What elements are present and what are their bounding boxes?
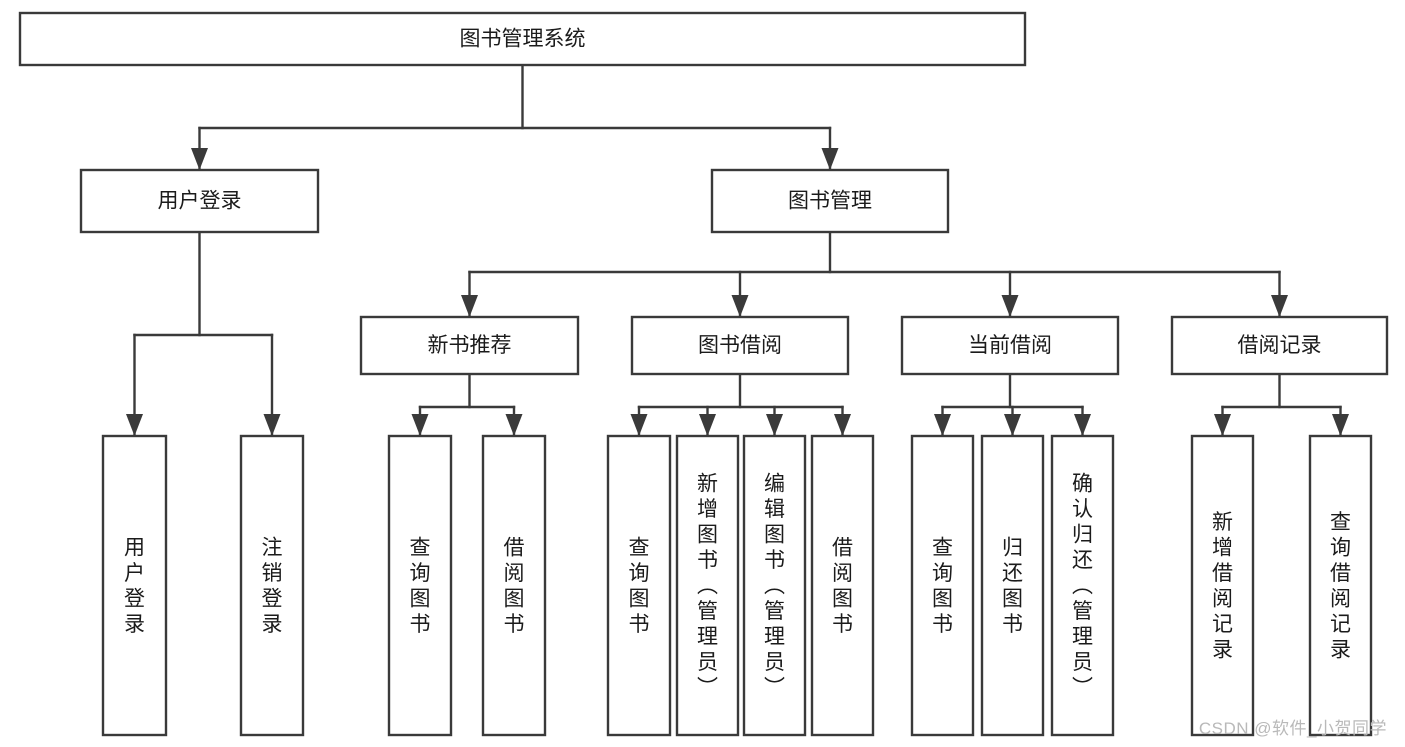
node-label-leaf-borrow-book-recommend: 借阅图书 <box>504 536 525 636</box>
node-leaf-add-borrow-record[interactable]: 新增借阅记录 <box>1190 434 1255 737</box>
node-leaf-return-book[interactable]: 归还图书 <box>980 434 1045 737</box>
node-root[interactable]: 图书管理系统 <box>18 11 1027 67</box>
node-label-leaf-query-book-recommend: 查询图书 <box>410 536 431 636</box>
arrow-icon-leaf-query-borrow-record <box>1332 414 1349 436</box>
arrow-icon-leaf-user-login <box>126 414 143 436</box>
node-box-user-login <box>79 168 320 234</box>
node-label-leaf-return-book: 归还图书 <box>1002 536 1023 636</box>
node-box-book-management <box>710 168 950 234</box>
arrow-icon-leaf-return-book <box>1004 414 1021 436</box>
node-label-leaf-query-book-borrow: 查询图书 <box>629 536 650 636</box>
node-box-leaf-return-book <box>980 434 1045 737</box>
node-leaf-query-borrow-record[interactable]: 查询借阅记录 <box>1308 434 1373 737</box>
arrow-icon-leaf-borrow-book-recommend <box>505 414 523 436</box>
node-leaf-add-book[interactable]: 新增图书︵管理员︶ <box>675 434 740 737</box>
arrow-icon-leaf-add-book <box>699 414 716 436</box>
node-box-leaf-user-login <box>101 434 168 737</box>
node-label-root: 图书管理系统 <box>460 28 586 51</box>
node-label-new-book-recommend: 新书推荐 <box>428 334 512 357</box>
arrow-icon-leaf-add-borrow-record <box>1214 414 1231 436</box>
node-leaf-query-book-recommend[interactable]: 查询图书 <box>387 434 453 737</box>
node-box-leaf-query-book-borrow <box>606 434 672 737</box>
node-box-root <box>18 11 1027 67</box>
node-box-leaf-add-borrow-record <box>1190 434 1255 737</box>
node-box-leaf-borrow-book <box>810 434 875 737</box>
node-leaf-user-login[interactable]: 用户登录 <box>101 434 168 737</box>
watermark-text: CSDN @软件_小贺同学 <box>1198 719 1387 738</box>
node-box-leaf-query-book-current <box>910 434 975 737</box>
arrow-icon-user-login <box>191 148 208 170</box>
arrow-icon-new-book-recommend <box>461 295 478 317</box>
node-leaf-query-book-current[interactable]: 查询图书 <box>910 434 975 737</box>
node-box-borrow-record <box>1170 315 1389 376</box>
node-leaf-edit-book[interactable]: 编辑图书︵管理员︶ <box>742 434 807 737</box>
node-label-leaf-logout: 注销登录 <box>262 536 283 636</box>
node-label-user-login: 用户登录 <box>158 190 242 213</box>
arrow-icon-leaf-borrow-book <box>834 414 851 436</box>
node-label-leaf-user-login: 用户登录 <box>124 536 145 636</box>
node-box-leaf-query-borrow-record <box>1308 434 1373 737</box>
arrow-icon-leaf-logout <box>263 414 281 436</box>
nodes-layer: 图书管理系统用户登录图书管理新书推荐图书借阅当前借阅借阅记录用户登录注销登录查询… <box>18 11 1389 737</box>
node-label-current-borrow: 当前借阅 <box>968 334 1052 357</box>
node-leaf-query-book-borrow[interactable]: 查询图书 <box>606 434 672 737</box>
node-leaf-borrow-book-recommend[interactable]: 借阅图书 <box>481 434 547 737</box>
node-book-management[interactable]: 图书管理 <box>710 168 950 234</box>
node-leaf-logout[interactable]: 注销登录 <box>239 434 305 737</box>
arrow-icon-borrow-record <box>1271 295 1288 317</box>
arrow-icon-book-borrow <box>731 295 749 317</box>
node-box-leaf-logout <box>239 434 305 737</box>
node-label-leaf-add-book: 新增图书︵管理员︶ <box>697 473 718 700</box>
node-label-leaf-edit-book: 编辑图书︵管理员︶ <box>764 473 785 700</box>
node-box-leaf-query-book-recommend <box>387 434 453 737</box>
node-box-new-book-recommend <box>359 315 580 376</box>
node-label-book-management: 图书管理 <box>788 190 872 213</box>
node-box-leaf-edit-book <box>742 434 807 737</box>
arrow-icon-leaf-query-book-borrow <box>630 414 648 436</box>
arrow-icon-leaf-query-book-current <box>934 414 951 436</box>
node-label-leaf-query-borrow-record: 查询借阅记录 <box>1330 511 1351 662</box>
node-label-leaf-add-borrow-record: 新增借阅记录 <box>1212 511 1233 662</box>
arrow-icon-leaf-query-book-recommend <box>411 414 429 436</box>
node-user-login[interactable]: 用户登录 <box>79 168 320 234</box>
node-label-book-borrow: 图书借阅 <box>698 334 782 357</box>
arrow-icon-current-borrow <box>1001 295 1019 317</box>
connectors-layer <box>126 63 1349 438</box>
node-borrow-record[interactable]: 借阅记录 <box>1170 315 1389 376</box>
node-label-leaf-query-book-current: 查询图书 <box>932 536 953 636</box>
arrow-icon-book-management <box>821 148 839 170</box>
arrow-icon-leaf-edit-book <box>766 414 783 436</box>
node-leaf-confirm-return[interactable]: 确认归还︵管理员︶ <box>1050 434 1115 737</box>
node-box-leaf-borrow-book-recommend <box>481 434 547 737</box>
node-leaf-borrow-book[interactable]: 借阅图书 <box>810 434 875 737</box>
node-label-leaf-borrow-book: 借阅图书 <box>832 536 853 636</box>
node-box-leaf-add-book <box>675 434 740 737</box>
node-label-leaf-confirm-return: 确认归还︵管理员︶ <box>1072 473 1093 700</box>
node-box-leaf-confirm-return <box>1050 434 1115 737</box>
node-new-book-recommend[interactable]: 新书推荐 <box>359 315 580 376</box>
node-label-borrow-record: 借阅记录 <box>1238 334 1322 357</box>
arrow-icon-leaf-confirm-return <box>1074 414 1091 436</box>
node-book-borrow[interactable]: 图书借阅 <box>630 315 850 376</box>
node-current-borrow[interactable]: 当前借阅 <box>900 315 1120 376</box>
node-box-current-borrow <box>900 315 1120 376</box>
node-box-book-borrow <box>630 315 850 376</box>
